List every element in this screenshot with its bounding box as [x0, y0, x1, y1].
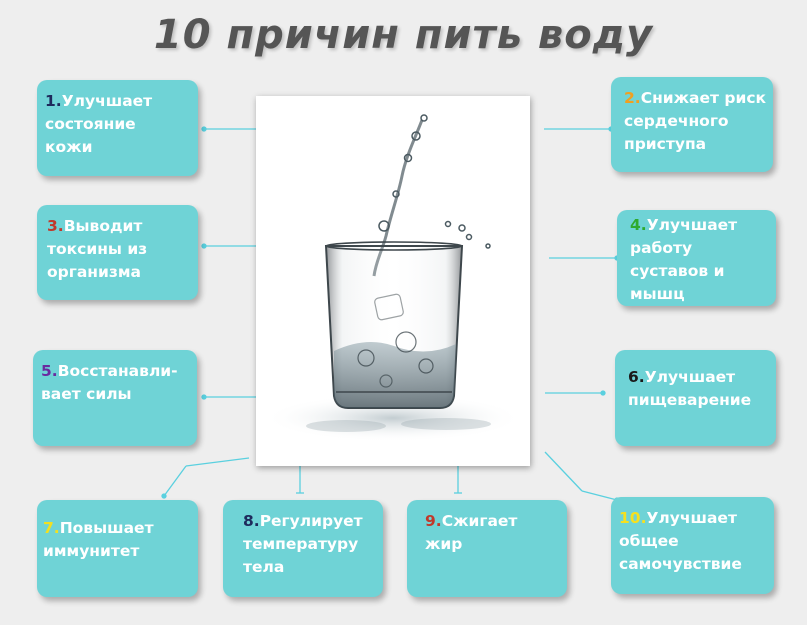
connector-7a: [185, 457, 250, 467]
reason-card-10: 10.Улучшает общее самочувствие: [611, 497, 774, 594]
reason-card-9: 9.Сжигает жир: [407, 500, 567, 597]
water-glass-photo: [256, 96, 530, 466]
reason-card-5: 5.Восстанавли- вает силы: [33, 350, 197, 446]
reason-card-7: 7.Повышает иммунитет: [37, 500, 198, 597]
reason-card-4: 4.Улучшает работу суставов и мышц: [617, 210, 776, 306]
reason-number: 9.: [425, 512, 442, 530]
reason-card-2: 2.Снижает риск сердечного приступа: [611, 77, 773, 172]
reason-number: 8.: [243, 512, 260, 530]
reason-text: Выводит токсины из организма: [47, 217, 148, 281]
connector-10b: [581, 490, 618, 501]
reason-text: Снижает риск сердечного приступа: [624, 89, 767, 153]
page-title: 10 причин пить воду: [153, 12, 654, 58]
reason-card-3: 3.Выводит токсины из организма: [37, 205, 198, 300]
connector-10a: [544, 451, 583, 492]
reason-number: 6.: [628, 368, 645, 386]
reason-text: Улучшает работу суставов и мышц: [630, 216, 738, 303]
reason-text: Регулирует температуру тела: [243, 512, 363, 576]
reason-number: 5.: [41, 362, 58, 380]
reason-number: 3.: [47, 217, 64, 235]
reason-number: 10.: [619, 509, 647, 527]
glass-of-water-icon: [263, 114, 523, 442]
reason-text: Улучшает состояние кожи: [45, 92, 153, 156]
reason-text: Улучшает общее самочувствие: [619, 509, 742, 573]
reason-text: Восстанавли- вает силы: [41, 362, 178, 403]
reason-number: 1.: [45, 92, 62, 110]
reason-number: 4.: [630, 216, 647, 234]
connector-7b: [163, 465, 187, 497]
reason-text: Улучшает пищеварение: [628, 368, 752, 409]
reason-card-8: 8.Регулирует температуру тела: [223, 500, 383, 597]
reason-text: Повышает иммунитет: [43, 519, 154, 560]
reason-card-6: 6.Улучшает пищеварение: [615, 350, 776, 446]
reason-card-1: 1.Улучшает состояние кожи: [37, 80, 198, 176]
reason-text: Сжигает жир: [425, 512, 518, 553]
reason-number: 2.: [624, 89, 641, 107]
reason-number: 7.: [43, 519, 60, 537]
